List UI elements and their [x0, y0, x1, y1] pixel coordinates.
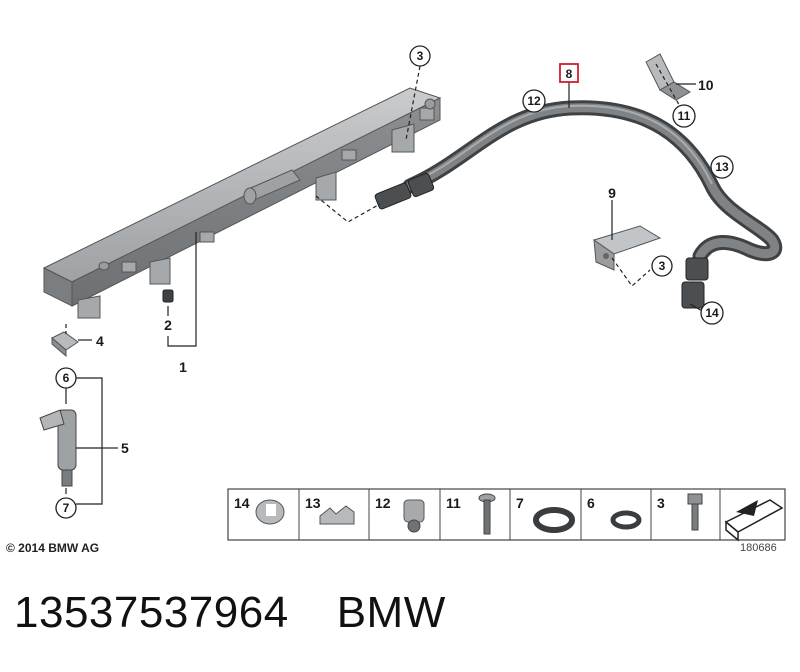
parts-legend: 14 13 12 11 7 6 3: [227, 488, 786, 542]
copyright-text: © 2014 BMW AG: [6, 541, 100, 555]
brand-name: BMW: [336, 588, 446, 637]
leader-lines: [65, 63, 705, 505]
legend-cell-7[interactable]: 7: [516, 495, 575, 533]
fuel-hose: [374, 100, 783, 309]
svg-text:13: 13: [305, 495, 321, 511]
legend-cell-11[interactable]: 11: [446, 493, 496, 535]
legend-cell-12[interactable]: 12: [375, 495, 425, 533]
svg-text:3: 3: [417, 49, 424, 63]
callout-10[interactable]: 10: [698, 77, 714, 93]
callout-14-top[interactable]: 14: [700, 301, 724, 325]
legend-cell-3[interactable]: 3: [657, 493, 703, 531]
legend-cell-6[interactable]: 6: [587, 495, 642, 530]
callout-3-top[interactable]: 3: [409, 45, 431, 67]
svg-text:3: 3: [657, 495, 665, 511]
svg-text:5: 5: [121, 440, 129, 456]
clip-part-4: [51, 331, 79, 358]
svg-text:4: 4: [96, 333, 104, 349]
legend-cell-13[interactable]: 13: [305, 495, 355, 525]
svg-text:14: 14: [234, 495, 250, 511]
injector-part-5: [39, 409, 77, 487]
callout-13-top[interactable]: 13: [710, 155, 734, 179]
svg-text:11: 11: [678, 109, 691, 123]
callout-4[interactable]: 4: [96, 333, 104, 349]
svg-text:8: 8: [566, 67, 573, 81]
callout-9[interactable]: 9: [608, 185, 616, 201]
bracket-part-10: [645, 53, 691, 101]
svg-text:9: 9: [608, 185, 616, 201]
svg-text:11: 11: [446, 495, 461, 511]
svg-text:10: 10: [698, 77, 714, 93]
parts-diagram: 3 1 2 4 6 5 7 8 12 10 11 13 9 3: [39, 45, 786, 542]
fuel-rail: [42, 87, 442, 319]
svg-text:2: 2: [164, 317, 172, 333]
callout-1[interactable]: 1: [179, 359, 187, 375]
diagram-reference-number: 180686: [740, 542, 777, 554]
svg-text:12: 12: [375, 495, 391, 511]
callout-3-right[interactable]: 3: [651, 255, 673, 277]
legend-cell-14[interactable]: 14: [234, 495, 285, 525]
svg-text:12: 12: [527, 94, 541, 108]
svg-text:3: 3: [659, 259, 666, 273]
svg-text:1: 1: [179, 359, 187, 375]
svg-text:6: 6: [63, 371, 70, 385]
legend-cell-arrow: [724, 499, 784, 542]
nut-part-2: [162, 289, 174, 303]
bracket-part-9: [592, 225, 662, 271]
callout-7[interactable]: 7: [55, 497, 77, 519]
callout-2[interactable]: 2: [164, 317, 172, 333]
svg-text:6: 6: [587, 495, 595, 511]
callout-11-top[interactable]: 11: [672, 104, 696, 128]
part-info-line: 13537537964 BMW: [14, 588, 446, 638]
svg-text:7: 7: [516, 495, 524, 511]
svg-text:13: 13: [715, 160, 729, 174]
callout-5[interactable]: 5: [121, 440, 129, 456]
callout-6[interactable]: 6: [55, 367, 77, 389]
callout-12-top[interactable]: 12: [522, 89, 546, 113]
svg-text:14: 14: [705, 306, 719, 320]
svg-text:7: 7: [63, 501, 70, 515]
callout-8-highlighted[interactable]: 8: [559, 63, 579, 83]
part-number: 13537537964: [14, 588, 289, 637]
